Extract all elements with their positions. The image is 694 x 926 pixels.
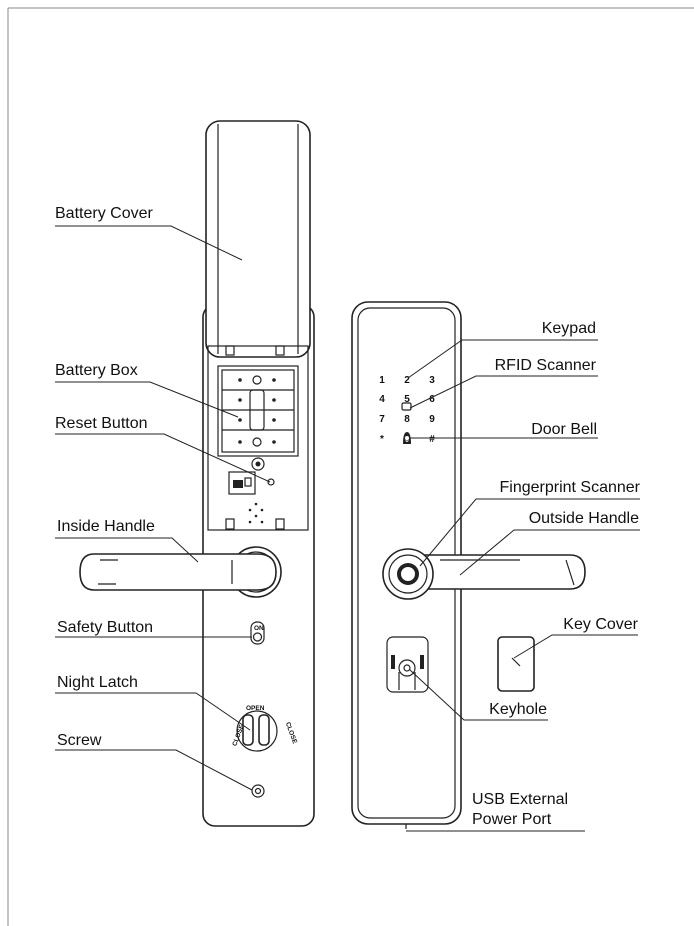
inside-handle[interactable] [79,546,282,598]
label-battery-box: Battery Box [55,362,138,379]
rfid-scanner[interactable] [401,402,412,411]
keypad-key[interactable]: 2 [404,375,410,386]
label-outside-handle: Outside Handle [529,510,639,527]
battery-recess [207,345,309,531]
night-latch-dial[interactable]: OPEN CLOSE CLOSE [231,705,298,752]
door-bell-icon[interactable] [403,432,411,444]
keyhole[interactable] [386,636,429,693]
dial-open-label: OPEN [246,705,265,712]
keypad-key[interactable]: * [380,434,384,445]
label-keyhole: Keyhole [489,701,547,718]
label-key-cover: Key Cover [563,616,638,633]
label-fingerprint-scanner: Fingerprint Scanner [499,479,640,496]
keypad[interactable]: 1 2 3 4 5 6 7 8 9 * 0 # [379,375,435,445]
battery-box [217,365,299,457]
label-screw: Screw [57,732,102,749]
keypad-key[interactable]: 3 [429,375,435,386]
usb-slot [228,471,256,495]
label-night-latch: Night Latch [57,674,138,691]
knob-screw [251,457,265,471]
label-usb-port-line2: Power Port [472,811,552,828]
outside-handle[interactable] [409,554,586,590]
keypad-key[interactable]: 8 [404,414,410,425]
keypad-key[interactable]: 4 [379,394,385,405]
keypad-key[interactable]: 7 [379,414,385,425]
keypad-key[interactable]: 6 [429,394,435,405]
speaker-grill [248,502,264,524]
keypad-key[interactable]: 5 [404,394,410,405]
outside-unit: 1 2 3 4 5 6 7 8 9 * 0 # [351,301,586,829]
inside-unit: ON OPEN CLOSE CLOSE [79,120,315,827]
battery-cover [205,120,311,358]
safety-switch-text: ON [254,625,264,632]
keypad-key[interactable]: # [429,434,435,445]
label-battery-cover: Battery Cover [55,205,153,222]
keypad-key[interactable]: 9 [429,414,435,425]
leader-lines [55,225,640,832]
keypad-key[interactable]: 1 [379,375,385,386]
fingerprint-scanner[interactable] [382,548,434,600]
reset-button[interactable] [267,478,275,486]
label-rfid-scanner: RFID Scanner [495,357,597,374]
label-door-bell: Door Bell [531,421,597,438]
keypad-key[interactable]: 0 [405,438,409,444]
screw [251,784,265,798]
key-cover [497,636,535,692]
label-inside-handle: Inside Handle [57,518,155,535]
label-reset-button: Reset Button [55,415,148,432]
safety-button[interactable]: ON [250,621,265,645]
label-keypad: Keypad [542,320,596,337]
label-safety-button: Safety Button [57,619,153,636]
label-usb-port-line1: USB External [472,791,568,808]
